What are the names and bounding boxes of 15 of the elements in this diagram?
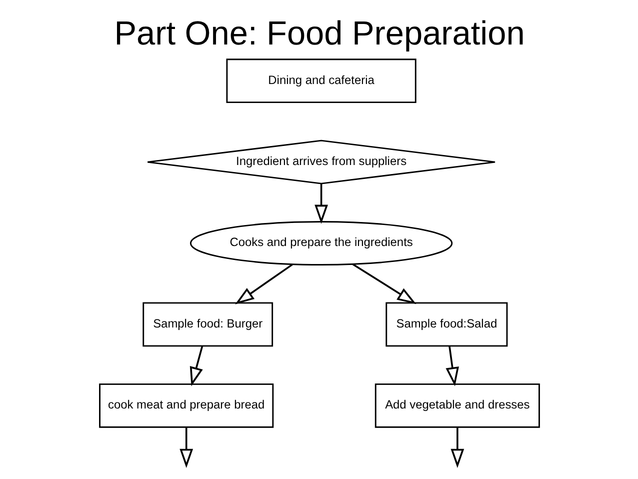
node-box: cook meat and prepare bread [98, 383, 274, 428]
arrow [314, 184, 328, 224]
node-box: Sample food:Salad [385, 302, 508, 347]
arrow [189, 346, 203, 386]
node-box: Dining and cafeteria [226, 58, 416, 104]
diagram-title: Part One: Food Preparation [114, 15, 524, 52]
arrow [234, 264, 293, 304]
node-box: Add vegetable and dresses [374, 383, 540, 428]
arrow [352, 263, 416, 304]
arrow [450, 427, 464, 468]
arrow [445, 346, 458, 386]
node-diamond: Ingredient arrives from suppliers [146, 140, 496, 184]
node-ellipse: Cooks and prepare the ingredients [189, 221, 452, 266]
node-box: Sample food: Burger [142, 302, 273, 347]
arrow [179, 427, 193, 468]
